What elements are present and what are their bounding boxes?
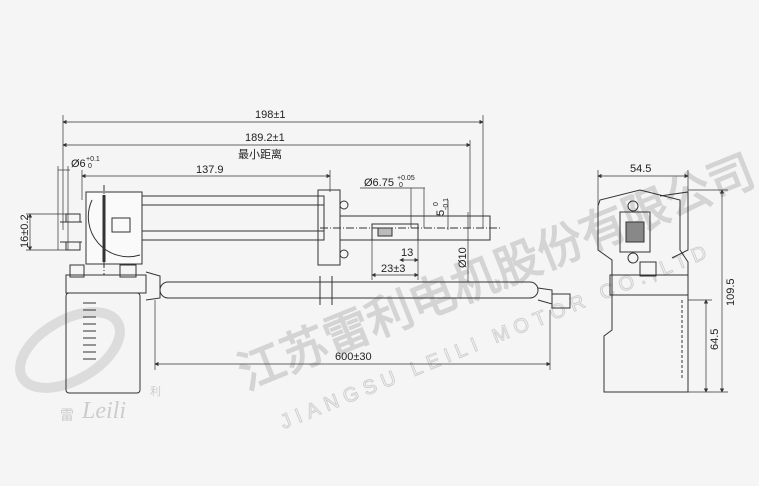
dim-overall-length: 198±1 xyxy=(255,109,286,121)
dimension-labels: 198±1 189.2±1 最小距离 Ø6 +0.1 0 137.9 Ø6.75… xyxy=(19,109,737,363)
logo-cn-right: 利 xyxy=(150,385,161,398)
actuator-side-view xyxy=(597,189,689,393)
dim-side-height: 109.5 xyxy=(725,278,737,306)
dim-slot-width: 5 xyxy=(435,210,447,216)
dim-rod-hole-dia: Ø6.75 xyxy=(364,177,394,189)
dim-rod-13: 13 xyxy=(401,247,413,259)
dim-body-length: 137.9 xyxy=(196,164,224,176)
logo-en: Leili xyxy=(81,398,126,424)
dim-rod-dia: Ø10 xyxy=(457,247,469,268)
actuator-front-view xyxy=(60,185,571,394)
dim-bracket-height: 16±0.2 xyxy=(19,214,31,248)
dim-side-width: 54.5 xyxy=(630,163,651,175)
logo: 雷 Leili 利 xyxy=(15,307,161,424)
logo-cn-left: 雷 xyxy=(60,407,74,423)
dim-hole-dia: Ø6 xyxy=(71,158,86,170)
dim-side-lower-height: 64.5 xyxy=(709,329,721,350)
watermark: 江苏雷利电机股份有限公司 JIANGSU LEILI MOTOR CO.,LTD xyxy=(231,144,759,434)
dim-slot-tol-lower: -0.1 xyxy=(443,198,450,210)
dim-min-distance-label: 最小距离 xyxy=(238,147,282,161)
dim-hole-tol-lower: 0 xyxy=(88,163,92,170)
dim-min-distance: 189.2±1 xyxy=(245,132,285,144)
dim-slot-tol-upper: 0 xyxy=(433,202,440,206)
dim-rod-hole-tol-upper: +0.05 xyxy=(397,175,415,182)
dim-cable-length: 600±30 xyxy=(335,351,372,363)
dim-hole-tol-upper: +0.1 xyxy=(86,156,100,163)
dimension-lines xyxy=(26,115,728,393)
dim-stroke-adjust: 23±3 xyxy=(381,263,405,275)
dim-rod-hole-tol-lower: 0 xyxy=(399,182,403,189)
